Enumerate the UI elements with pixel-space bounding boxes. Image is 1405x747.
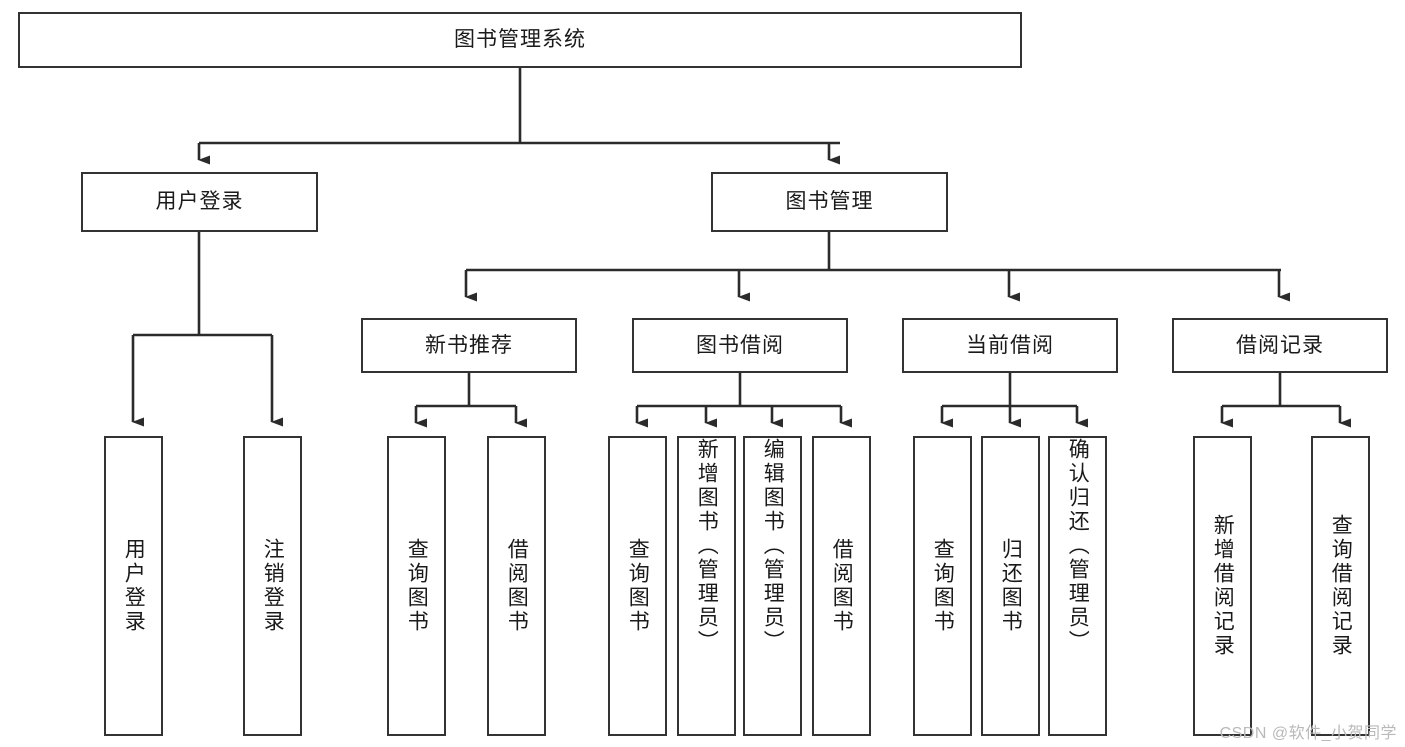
- node-book-borrow[interactable]: 图书借阅: [632, 318, 848, 373]
- leaf-book-borrow-query-book[interactable]: 查询图书: [608, 436, 667, 736]
- leaf-current-borrow-query-book[interactable]: 查询图书: [913, 436, 972, 736]
- leaf-user-login-logout[interactable]: 注销登录: [243, 436, 302, 736]
- leaf-book-borrow-edit-book-admin[interactable]: 编辑图书（管理员）: [743, 436, 802, 736]
- node-label: 新增图书（管理员）: [695, 438, 719, 654]
- node-label: 确认归还（管理员）: [1066, 438, 1090, 654]
- node-label: 用户登录: [122, 538, 146, 634]
- csdn-watermark: CSDN @软件_小贺同学: [1219, 725, 1397, 742]
- node-label: 注销登录: [261, 538, 285, 634]
- node-label: 借阅图书: [830, 538, 854, 634]
- leaf-new-book-query-book[interactable]: 查询图书: [387, 436, 446, 736]
- leaf-current-borrow-return-book[interactable]: 归还图书: [981, 436, 1040, 736]
- node-label: 图书管理系统: [454, 28, 586, 52]
- leaf-new-book-borrow-book[interactable]: 借阅图书: [487, 436, 546, 736]
- leaf-borrow-record-add-record[interactable]: 新增借阅记录: [1193, 436, 1252, 736]
- node-label: 查询借阅记录: [1329, 514, 1353, 658]
- node-label: 查询图书: [931, 538, 955, 634]
- leaf-user-login-login[interactable]: 用户登录: [104, 436, 163, 736]
- node-label: 图书管理: [785, 190, 874, 214]
- node-label: 用户登录: [155, 190, 244, 214]
- node-label: 归还图书: [999, 538, 1023, 634]
- node-label: 图书借阅: [696, 333, 784, 357]
- node-label: 新增借阅记录: [1211, 514, 1235, 658]
- node-label: 借阅图书: [505, 538, 529, 634]
- node-user-login[interactable]: 用户登录: [81, 172, 318, 232]
- leaf-borrow-record-query-record[interactable]: 查询借阅记录: [1311, 436, 1370, 736]
- leaf-current-borrow-confirm-return-admin[interactable]: 确认归还（管理员）: [1048, 436, 1107, 736]
- node-current-borrow[interactable]: 当前借阅: [902, 318, 1118, 373]
- node-label: 借阅记录: [1236, 333, 1324, 357]
- node-label: 当前借阅: [966, 333, 1054, 357]
- leaf-book-borrow-add-book-admin[interactable]: 新增图书（管理员）: [677, 436, 736, 736]
- leaf-book-borrow-borrow-book[interactable]: 借阅图书: [812, 436, 871, 736]
- node-label: 查询图书: [405, 538, 429, 634]
- node-root-book-management-system[interactable]: 图书管理系统: [18, 12, 1022, 68]
- node-borrow-record[interactable]: 借阅记录: [1172, 318, 1388, 373]
- node-label: 查询图书: [626, 538, 650, 634]
- node-label: 新书推荐: [425, 333, 513, 357]
- node-new-book-recommend[interactable]: 新书推荐: [361, 318, 577, 373]
- node-book-management[interactable]: 图书管理: [711, 172, 948, 232]
- node-label: 编辑图书（管理员）: [761, 438, 785, 654]
